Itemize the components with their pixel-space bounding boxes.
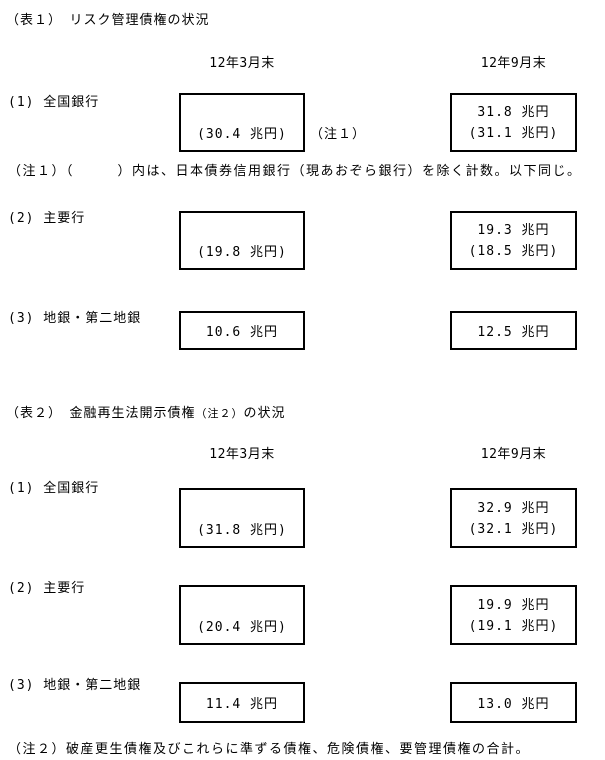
- box-value: (20.4 兆円): [197, 620, 287, 635]
- table2-all-banks-september-value-box: 32.9 兆円 (32.1 兆円): [450, 488, 577, 548]
- table1-column-header-september: 12年9月末: [480, 56, 547, 71]
- table1-column-header-march: 12年3月末: [209, 56, 275, 71]
- box-value-line: 32.9 兆円: [477, 501, 550, 516]
- table1-footnote: （注１）（ ）内は、日本債券信用銀行（現あおぞら銀行）を除く計数。以下同じ。: [8, 164, 582, 179]
- table1-all-banks-march-value-box: (30.4 兆円): [179, 93, 305, 152]
- box-value-line: (31.1 兆円): [468, 126, 559, 141]
- table2-all-banks-march-value-box: (31.8 兆円): [179, 488, 305, 548]
- box-value: 12.5 兆円: [477, 325, 550, 340]
- table1-regional-banks-september-value-box: 12.5 兆円: [450, 311, 577, 350]
- box-value-line: 19.3 兆円: [477, 223, 550, 238]
- table2-major-banks-march-value-box: (20.4 兆円): [179, 585, 305, 645]
- box-value: 11.4 兆円: [205, 697, 279, 712]
- box-value: (31.8 兆円): [197, 523, 287, 538]
- box-value-line: (32.1 兆円): [468, 522, 559, 537]
- table2-row-label-major-banks: (2) 主要行: [8, 581, 86, 596]
- table2-row-label-regional-banks: (3) 地銀・第二地銀: [8, 678, 142, 693]
- box-value: (19.8 兆円): [197, 245, 287, 260]
- table2-regional-banks-september-value-box: 13.0 兆円: [450, 682, 577, 723]
- table2-title-note-ref: （注２）: [195, 407, 244, 420]
- table2-regional-banks-march-value-box: 11.4 兆円: [179, 682, 305, 723]
- table2-column-header-september: 12年9月末: [480, 447, 547, 462]
- table1-major-banks-march-value-box: (19.8 兆円): [179, 211, 305, 270]
- box-value-line: 19.9 兆円: [477, 598, 550, 613]
- table2-title-main: （表２） 金融再生法開示債権: [6, 406, 196, 421]
- box-value-line: 31.8 兆円: [477, 105, 550, 120]
- table2-row-label-all-banks: (1) 全国銀行: [8, 481, 100, 496]
- box-value: (30.4 兆円): [197, 127, 287, 142]
- box-value-line: (18.5 兆円): [468, 244, 559, 259]
- box-value: 13.0 兆円: [477, 697, 550, 712]
- box-value: 10.6 兆円: [205, 325, 279, 340]
- table1-major-banks-september-value-box: 19.3 兆円 (18.5 兆円): [450, 211, 577, 270]
- table1-regional-banks-march-value-box: 10.6 兆円: [179, 311, 305, 350]
- table1-all-banks-september-value-box: 31.8 兆円 (31.1 兆円): [450, 93, 577, 152]
- table2-footnote: （注２）破産更生債権及びこれらに準ずる債権、危険債権、要管理債権の合計。: [8, 742, 531, 757]
- table2-column-header-march: 12年3月末: [209, 447, 275, 462]
- box-value-line: (19.1 兆円): [468, 619, 559, 634]
- table2-title-suffix: の状況: [243, 406, 286, 421]
- table2-major-banks-september-value-box: 19.9 兆円 (19.1 兆円): [450, 585, 577, 645]
- table1-row-label-regional-banks: (3) 地銀・第二地銀: [8, 311, 142, 326]
- table1-row-label-major-banks: (2) 主要行: [8, 211, 86, 226]
- table1-inline-note-ref: （注１）: [310, 127, 367, 142]
- table1-title: （表１） リスク管理債権の状況: [6, 13, 210, 28]
- table1-row-label-all-banks: (1) 全国銀行: [8, 95, 100, 110]
- table2-title: （表２） 金融再生法開示債権（注２）の状況: [6, 402, 286, 421]
